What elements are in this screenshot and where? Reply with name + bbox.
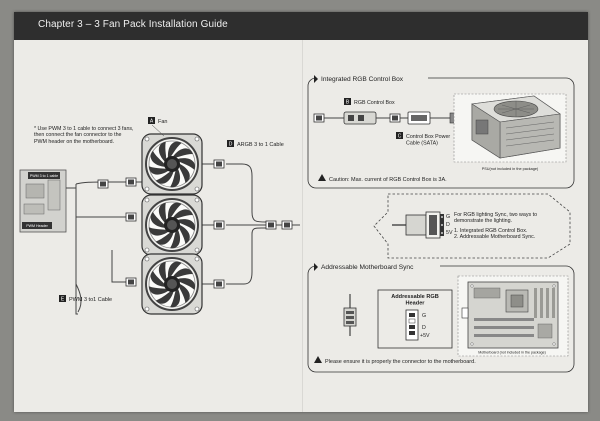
chapter-header-bar: Chapter 3 – 3 Fan Pack Installation Guid… [14, 12, 588, 40]
fan-1-icon [141, 133, 203, 195]
label-d-marker [227, 140, 234, 147]
argb-header-connector-illustration [343, 294, 357, 336]
argb-plug-fan-3-icon [213, 279, 225, 289]
caution-icon [318, 174, 326, 181]
motherboard-sync-title: Addressable Motherboard Sync [321, 264, 414, 271]
header-pin-5v: +5V [420, 333, 430, 339]
label-a-marker [148, 117, 155, 124]
label-c-line-2: Cable (SATA) [406, 141, 438, 147]
label-c-letter: C [398, 134, 402, 140]
page-fold-line [302, 40, 303, 412]
label-a-letter: A [150, 119, 154, 125]
argb-plug-fan-2-icon [213, 220, 225, 230]
label-c-marker [396, 132, 403, 139]
installation-diagram: PWM 3 to 1 cable PWM Header [19, 74, 575, 373]
pwm-cable-wires [66, 181, 144, 315]
psu-illustration [453, 93, 567, 163]
argb-header-label-line-2: Header [406, 301, 426, 307]
sync-option-2: 2. Addressable Motherboard Sync. [454, 234, 536, 241]
label-e-text: PWM 3 to1 Cable [69, 297, 112, 303]
sync-pin-5v: 5V [446, 230, 453, 236]
motherboard-caption: Motherboard (not included in the package… [478, 351, 546, 355]
rgb-control-box-panel [307, 77, 575, 189]
label-b-text: RGB Control Box [354, 100, 395, 106]
sync-intro-line-1: For RGB lighting Sync, two ways to [454, 212, 538, 218]
motherboard-sync-panel [307, 265, 575, 373]
argb-header-label-line-1: Addressable RGB [391, 294, 439, 300]
sync-pin-g: G [446, 214, 450, 220]
install-note-line-1: * Use PWM 3 to 1 cable to connect 3 fans… [34, 126, 134, 132]
rgb-output-plug-icon [389, 113, 401, 123]
argb-header-diagram [377, 289, 453, 349]
pwm-cable-mini-label: PWM 3 to 1 cable [30, 174, 58, 178]
fan-3-icon [141, 253, 203, 315]
install-note-line-2: then connect the fan connector to the [34, 132, 122, 139]
chapter-title: Chapter 3 – 3 Fan Pack Installation Guid… [38, 19, 228, 30]
label-a-text: Fan [158, 119, 167, 125]
caution-text: Caution: Max. current of RGB Control Box… [329, 177, 447, 183]
rgb-control-box-wiring [313, 111, 463, 125]
argb-plug-fan-1-icon [213, 159, 225, 169]
motherboard-illustration [457, 275, 569, 357]
header-pin-d: D [422, 325, 426, 331]
label-c-line-1: Control Box Power [406, 134, 450, 140]
pwm-plug-fan-3-icon [125, 277, 137, 287]
warning-icon [314, 356, 322, 363]
rgb-input-plug-icon [313, 113, 325, 123]
label-e-marker [59, 295, 66, 302]
sync-instructions: For RGB lighting Sync, two ways to demon… [454, 212, 584, 241]
label-b-letter: B [346, 100, 350, 106]
header-pin-g: G [422, 313, 426, 319]
pwm-plug-fan-1-icon [125, 177, 137, 187]
fan-2-icon [141, 194, 203, 256]
pwm-header-mini-label: PWM Header [26, 224, 48, 228]
mini-motherboard-illustration: PWM 3 to 1 cable PWM Header [19, 169, 67, 233]
sync-option-1: 1. Integrated RGB Control Box. [454, 227, 528, 234]
manual-page: Chapter 3 – 3 Fan Pack Installation Guid… [14, 12, 588, 412]
warning-text: Please ensure it is properly the connect… [325, 359, 476, 365]
label-d-text: ARGB 3 to 1 Cable [237, 142, 284, 148]
sync-callout-frame [373, 193, 571, 259]
sync-intro-line-2: demonstrate the lighting. [454, 218, 513, 225]
argb-hub-plug-icon [265, 220, 277, 230]
pwm-plug-fan-2-icon [125, 212, 137, 222]
sync-connector-illustration [392, 211, 444, 239]
label-d-letter: D [229, 142, 233, 148]
label-b-marker [344, 98, 351, 105]
sync-pin-d: D [446, 222, 450, 228]
label-e-letter: E [61, 297, 65, 303]
install-note-line-3: PWM header on the motherboard. [34, 138, 115, 145]
install-note: * Use PWM 3 to 1 cable to connect 3 fans… [34, 126, 184, 145]
psu-caption: PSU(not included in the package) [482, 167, 539, 171]
argb-output-plug-icon [281, 220, 293, 230]
rgb-control-box-title: Integrated RGB Control Box [321, 76, 404, 83]
pwm-splitter-plug-icon [97, 179, 109, 189]
